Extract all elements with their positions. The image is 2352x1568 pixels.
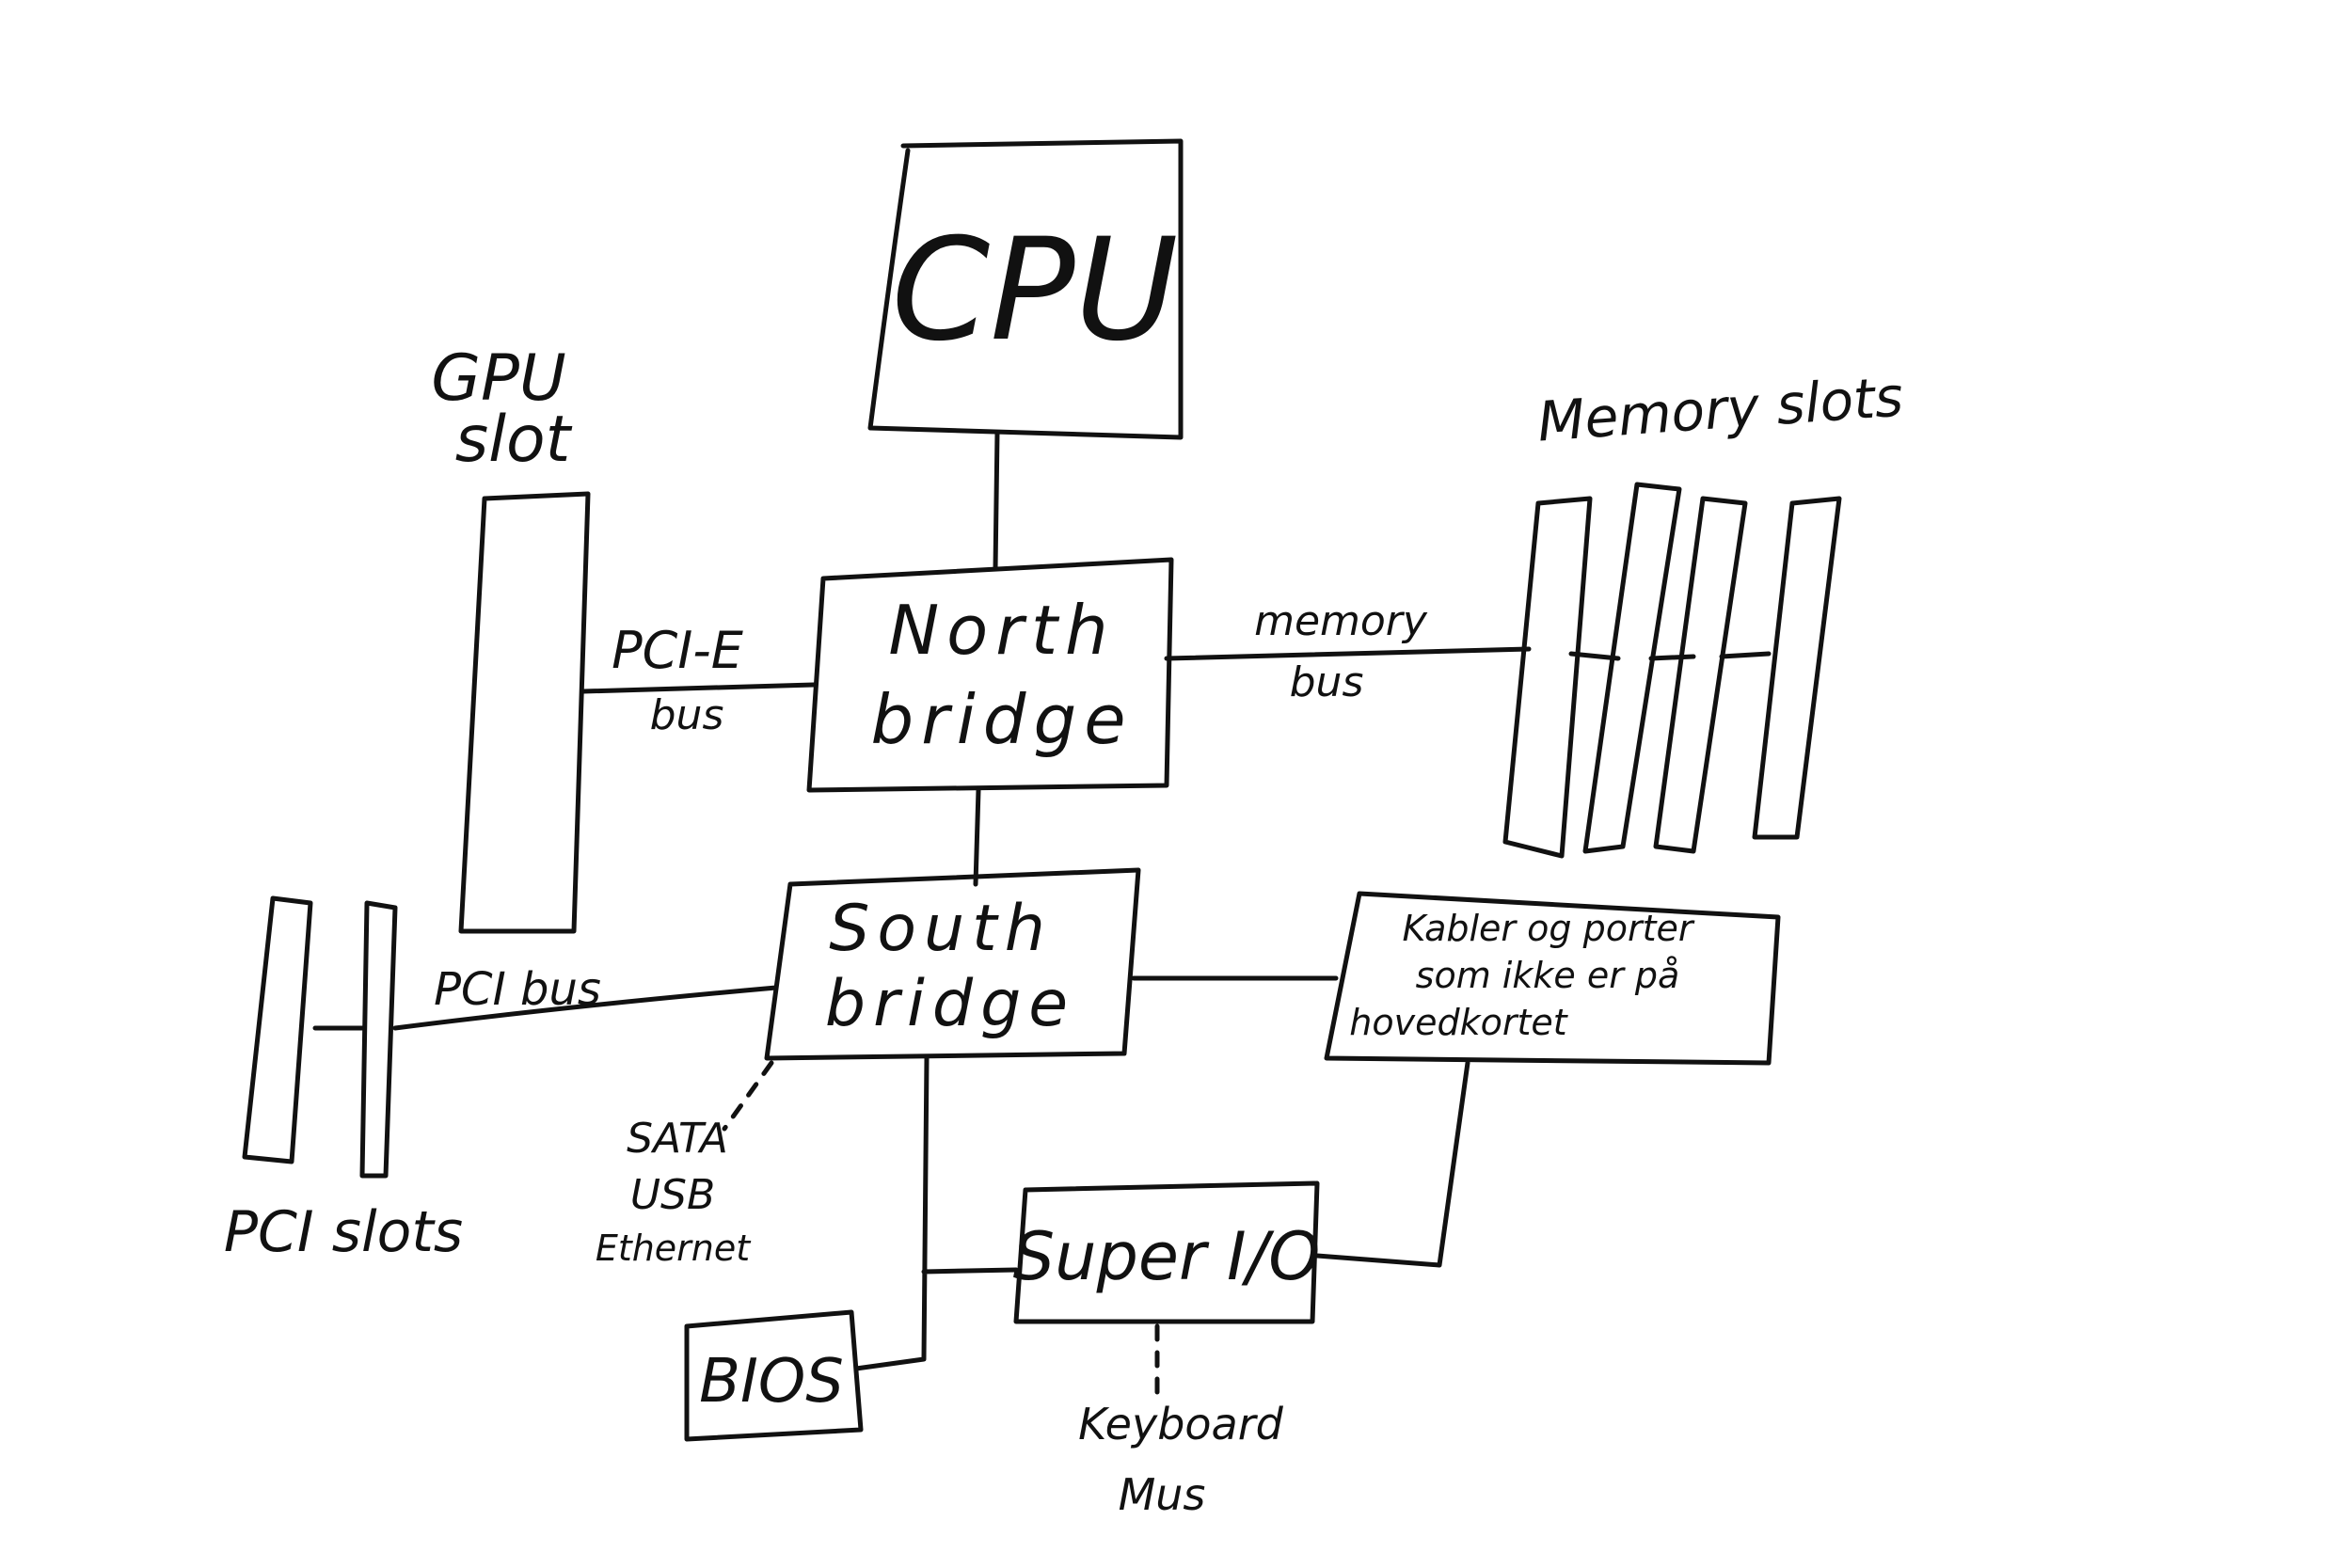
keyboard-label: Keyboard: [1078, 1399, 1283, 1449]
cpu-node: CPU: [867, 138, 1184, 440]
ethernet-label: Ethernet: [596, 1227, 752, 1269]
sata-label: SATA: [627, 1115, 728, 1163]
bios-node: BIOS: [684, 1309, 864, 1442]
south-bridge-label-2: bridge: [825, 967, 1075, 1041]
external-ports-node: Kabler og porter som ikke er på hovedkor…: [1324, 891, 1781, 1066]
memory-slot-1: [1502, 496, 1593, 859]
gpu-slot-node: GPU slot: [431, 341, 591, 934]
pcie-bus-label-1: PCI-E: [612, 621, 744, 680]
memory-slot-2: [1582, 482, 1682, 854]
memory-slots-node: Memory slots: [1502, 365, 1905, 859]
northbridge-southbridge-link: [973, 787, 981, 887]
memory-slot-4: [1752, 496, 1842, 840]
external-label-3: hovedkortet: [1349, 1002, 1568, 1043]
memory-slots-label: Memory slots: [1535, 365, 1905, 454]
north-bridge-label-1: North: [888, 591, 1115, 670]
pci-slot-1: [242, 895, 313, 1164]
super-io-label: Super I/O: [1013, 1218, 1321, 1295]
super-io-node: Super I/O: [1013, 1180, 1321, 1324]
pci-slots-label: PCI slots: [224, 1199, 463, 1265]
north-bridge-label-2: bridge: [870, 680, 1133, 759]
memory-bus-label-1: memory: [1254, 597, 1428, 645]
external-superio-link: [1314, 1060, 1470, 1268]
mus-label: Mus: [1119, 1469, 1206, 1520]
bios-label: BIOS: [699, 1347, 844, 1417]
pcie-bus-label-2: bus: [650, 691, 724, 739]
memory-bus-label-2: bus: [1290, 658, 1364, 706]
external-label-1: Kabler og porter: [1403, 908, 1695, 949]
south-devices-link: [722, 1060, 774, 1132]
pcie-bus-link: [580, 682, 817, 694]
usb-label: USB: [630, 1171, 715, 1219]
cpu-northbridge-link: [993, 430, 1000, 572]
pci-bus-link: [312, 985, 779, 1031]
external-label-2: som ikke er på: [1416, 955, 1680, 996]
cpu-label: CPU: [892, 209, 1179, 372]
southbridge-down-link: [853, 1055, 1019, 1371]
memory-slot-3: [1653, 496, 1748, 854]
south-bridge-node: South bridge: [764, 867, 1141, 1061]
pci-slot-2: [359, 900, 398, 1179]
north-bridge-node: North bridge: [806, 557, 1174, 793]
memory-bus-link: [1164, 646, 1772, 661]
pci-slots-node: PCI slots: [224, 895, 463, 1265]
gpu-slot-rect: [458, 491, 591, 934]
gpu-slot-label-1: GPU: [431, 341, 565, 416]
gpu-slot-label-2: slot: [455, 403, 573, 477]
south-bridge-label-1: South: [829, 892, 1053, 966]
pci-bus-label: PCI bus: [434, 963, 601, 1016]
